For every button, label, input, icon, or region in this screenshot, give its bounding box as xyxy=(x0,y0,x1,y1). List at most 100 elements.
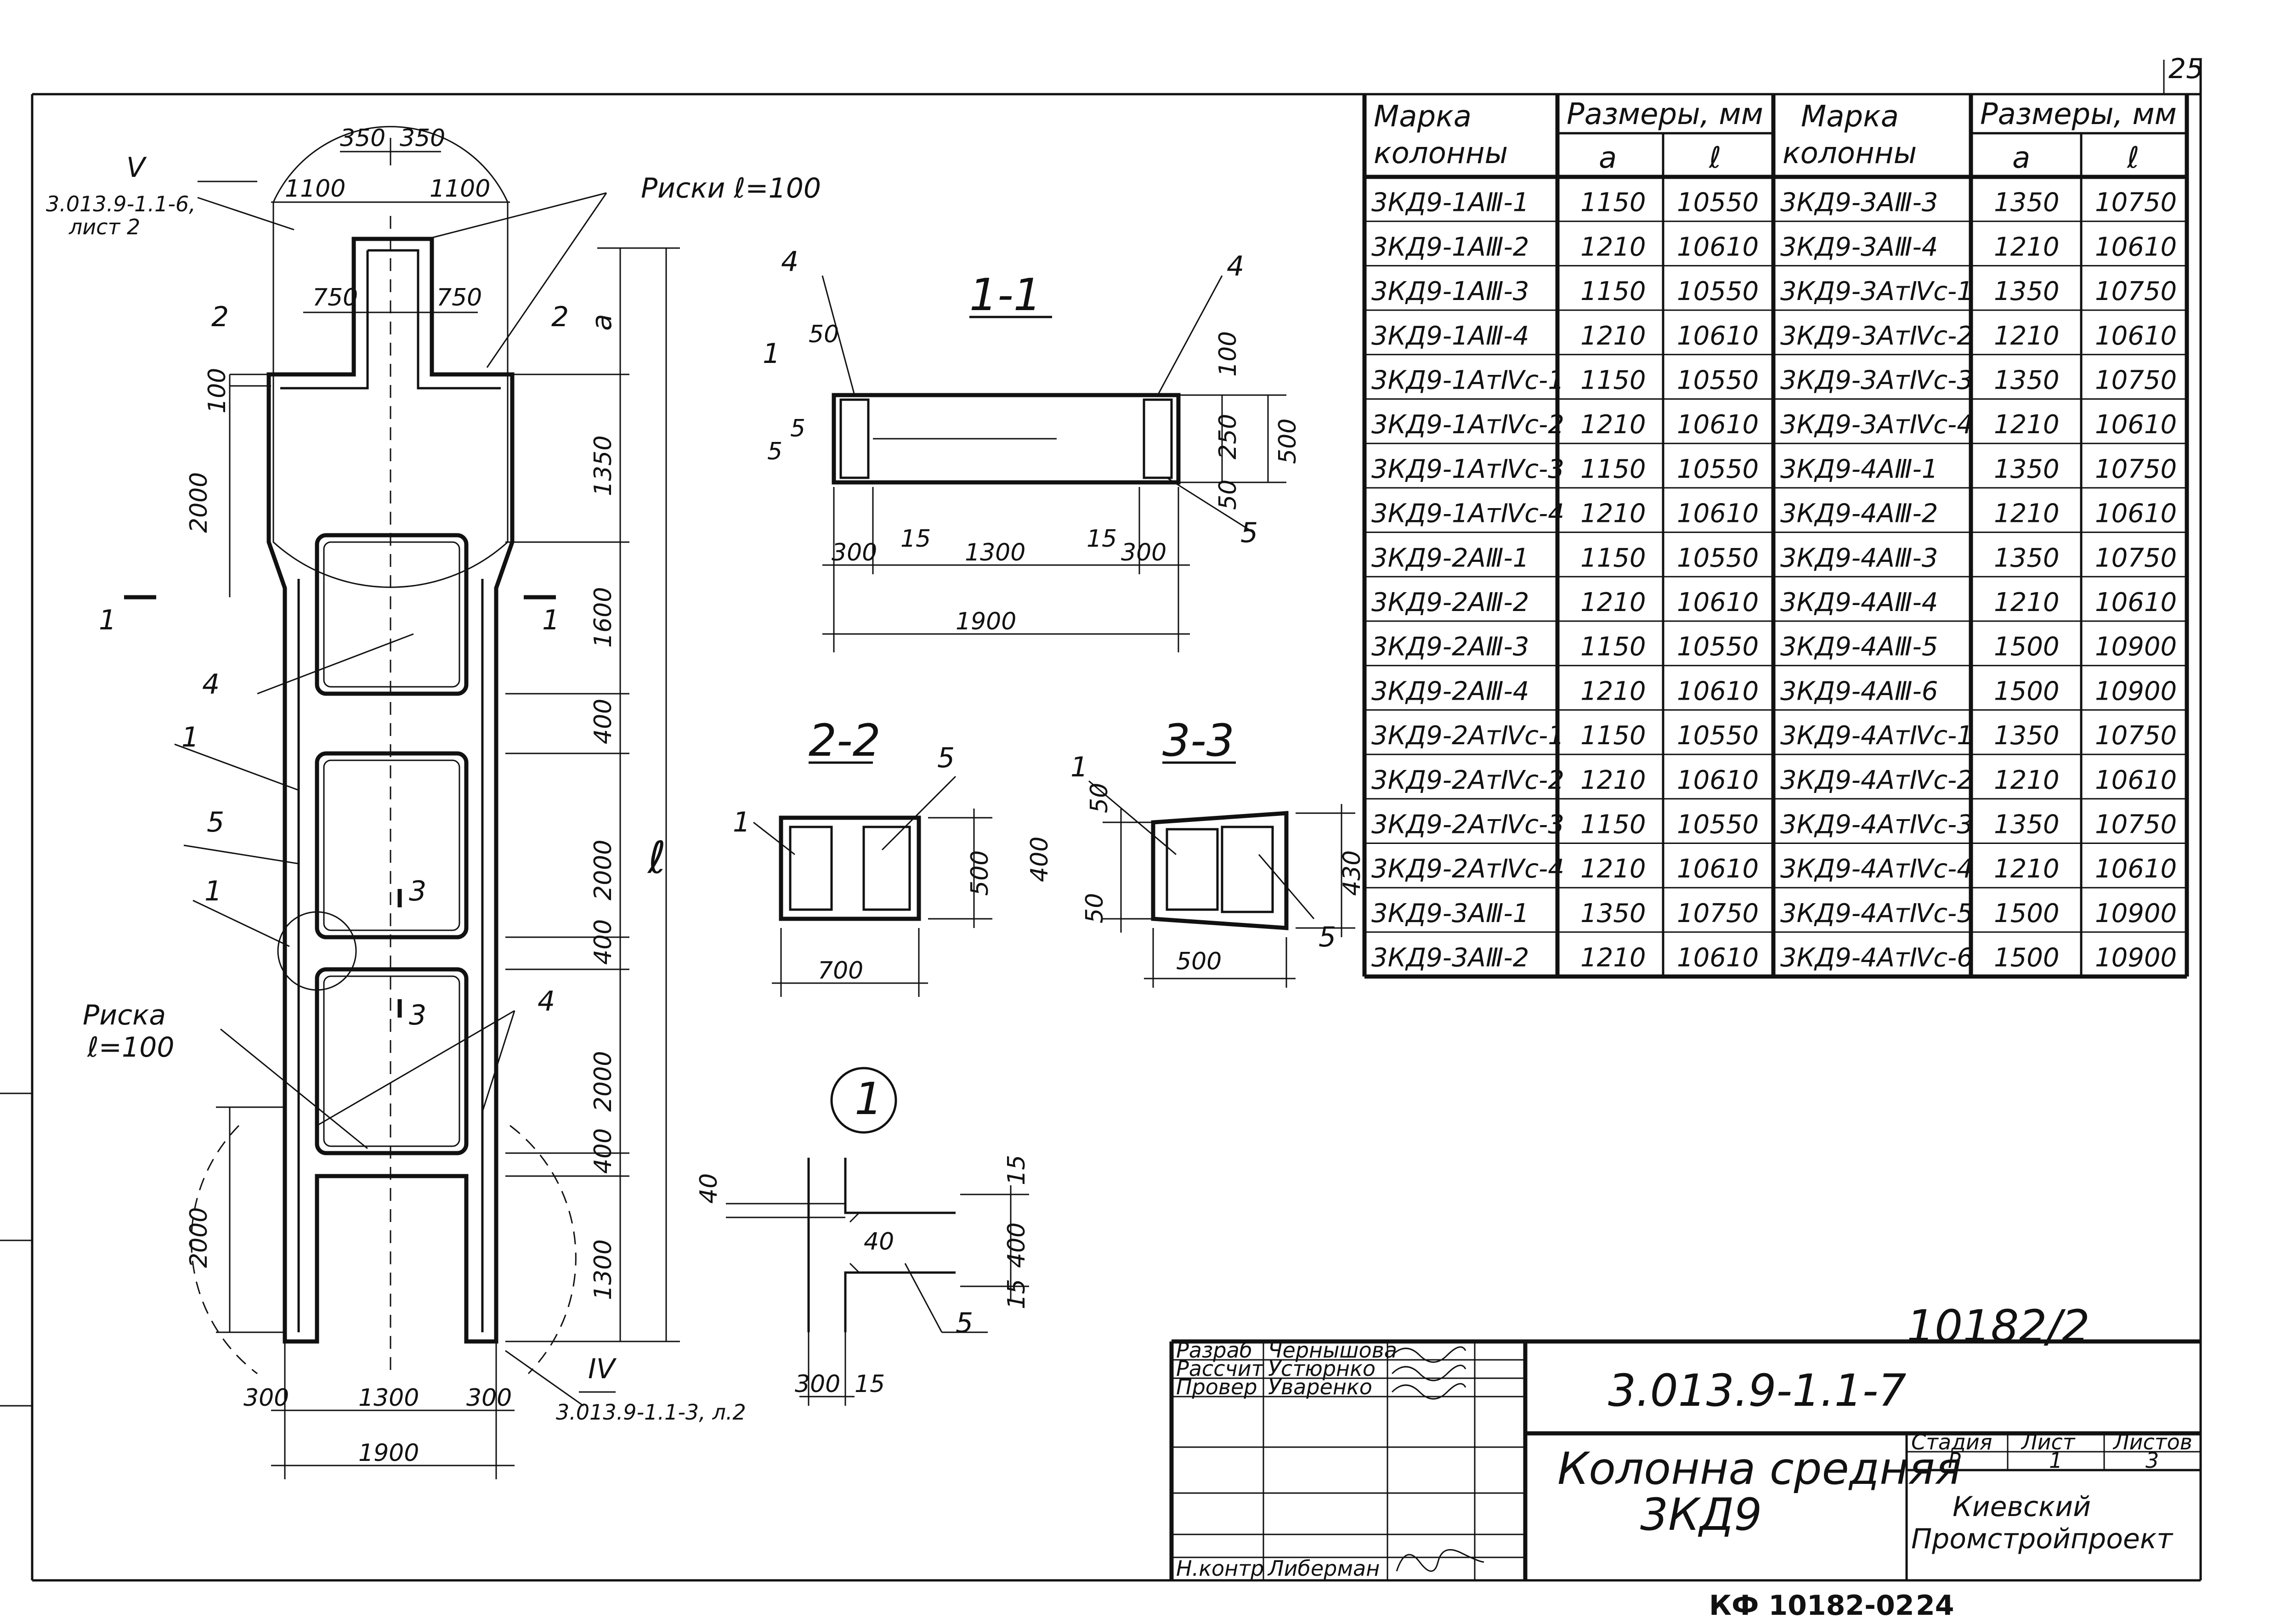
table-row-left-a: 1150 xyxy=(1580,543,1646,573)
table-row-left-mark: 3КД9-1АтⅣс-4 xyxy=(1371,499,1564,529)
section-3-3-dim500: 500 xyxy=(1176,948,1222,975)
table-row-left-mark: 3КД9-2АⅢ-2 xyxy=(1371,588,1529,617)
table-header-a-right: a xyxy=(2012,141,2030,175)
signature-scribble-4 xyxy=(1396,1549,1484,1572)
section-1-1-dim5a: 5 xyxy=(790,415,805,442)
table-row-left-mark: 3КД9-2АтⅣс-3 xyxy=(1371,810,1564,840)
section-3-3-dim50a: 50 xyxy=(1086,783,1113,813)
section-2-2-pos1: 1 xyxy=(733,806,750,838)
table-row-left-l: 10550 xyxy=(1677,454,1759,484)
table-row-right-mark: 3КД9-3АⅢ-4 xyxy=(1780,232,1938,262)
table-row-left-mark: 3КД9-1АⅢ-4 xyxy=(1371,321,1529,351)
table-row-left-l: 10550 xyxy=(1677,632,1759,662)
table-row-left-mark: 3КД9-1АтⅣс-3 xyxy=(1371,454,1564,484)
section-1-1-pos4b: 4 xyxy=(1227,250,1244,283)
signature-role-4: Н.контр xyxy=(1176,1556,1264,1581)
cut3-top: 3 xyxy=(409,875,426,907)
table-row-right-a: 1500 xyxy=(1994,632,2060,662)
title-line2: 3КД9 xyxy=(1640,1489,1762,1540)
table-row-right-a: 1210 xyxy=(1994,232,2060,262)
table-row-left-mark: 3КД9-2АтⅣс-2 xyxy=(1371,765,1564,795)
table-row-right-mark: 3КД9-3АⅢ-3 xyxy=(1780,188,1938,218)
table-row-right-l: 10900 xyxy=(2095,943,2177,973)
table-header-sizes-right: Размеры, мм xyxy=(1980,97,2177,131)
dim-750a: 750 xyxy=(312,284,358,311)
table-row-right-a: 1210 xyxy=(1994,410,2060,440)
title-line1: Колонна средняя xyxy=(1557,1443,1961,1494)
node-1-dim40b: 40 xyxy=(864,1228,894,1256)
pos-4b: 4 xyxy=(538,985,555,1018)
node-1-dim40a: 40 xyxy=(695,1173,723,1204)
signature-scribble-1 xyxy=(1391,1346,1466,1363)
table-row-left-l: 10610 xyxy=(1677,588,1759,617)
section-1-1-dim5b: 5 xyxy=(767,438,782,465)
table-row-left-a: 1210 xyxy=(1580,410,1646,440)
section-1-1-pos5: 5 xyxy=(1240,517,1258,549)
table-row-right-a: 1500 xyxy=(1994,899,2060,928)
node-1-title: 1 xyxy=(855,1073,883,1125)
section-2-2 xyxy=(753,761,992,997)
dim-2000b: 2000 xyxy=(589,1051,617,1112)
table-row-right-a: 1500 xyxy=(1994,943,2060,973)
table-row-left-a: 1210 xyxy=(1580,854,1646,884)
section-1-1-dim500: 500 xyxy=(1274,419,1302,464)
table-row-right-l: 10750 xyxy=(2095,188,2177,218)
table-row-right-mark: 3КД9-4АⅢ-3 xyxy=(1780,543,1938,573)
table-row-left-l: 10550 xyxy=(1677,810,1759,840)
table-row-left-mark: 3КД9-2АтⅣс-1 xyxy=(1371,721,1564,751)
dim-1350: 1350 xyxy=(589,436,617,496)
title-block-labels: Разраб Чернышова Рассчит Устюрнко Провер… xyxy=(1176,1301,2192,1622)
table-row-right-mark: 3КД9-4АтⅣс-6 xyxy=(1780,943,1973,973)
table-row-right-mark: 3КД9-3АтⅣс-1 xyxy=(1780,277,1973,306)
organization-line1: Киевский xyxy=(1953,1491,2091,1523)
signature-scribble-2 xyxy=(1391,1364,1466,1381)
table-row-left-a: 1150 xyxy=(1580,632,1646,662)
table-row-right-a: 1210 xyxy=(1994,321,2060,351)
table-row-right-l: 10900 xyxy=(2095,899,2177,928)
table-row-left-mark: 3КД9-2АⅢ-3 xyxy=(1371,632,1529,662)
table-row-left-l: 10550 xyxy=(1677,721,1759,751)
table-row-right-a: 1210 xyxy=(1994,765,2060,795)
dim-400c: 400 xyxy=(589,1128,617,1174)
table-row-right-mark: 3КД9-4АтⅣс-5 xyxy=(1780,899,1973,928)
dim-1900: 1900 xyxy=(358,1439,419,1467)
table-row-left-a: 1210 xyxy=(1580,943,1646,973)
table-row-right-mark: 3КД9-4АⅢ-2 xyxy=(1780,499,1938,529)
section-1-1-dim15a: 15 xyxy=(900,525,931,553)
table-row-left-mark: 3КД9-2АтⅣс-4 xyxy=(1371,854,1564,884)
node-1 xyxy=(726,1067,1029,1406)
section-1-1-pos1: 1 xyxy=(763,338,780,370)
dim-l: ℓ xyxy=(647,832,666,883)
table-row-right-l: 10610 xyxy=(2095,854,2177,884)
table-row-right-l: 10750 xyxy=(2095,810,2177,840)
section-1-1-dim300b: 300 xyxy=(1121,539,1166,566)
table-row-right-a: 1350 xyxy=(1994,366,2060,396)
table-row-left-l: 10550 xyxy=(1677,188,1759,218)
table-row-right-mark: 3КД9-4АтⅣс-1 xyxy=(1780,721,1973,751)
table-row-right-a: 1350 xyxy=(1994,454,2060,484)
table-header-mark-right-2: колонны xyxy=(1783,136,1917,170)
section-2-2-title: 2-2 xyxy=(809,715,881,766)
pos-4: 4 xyxy=(202,668,220,701)
table-row-right-l: 10750 xyxy=(2095,454,2177,484)
table-row-left-a: 1150 xyxy=(1580,366,1646,396)
ref-v-numeral: V xyxy=(126,152,147,184)
sheet-header: Лист xyxy=(2021,1430,2076,1454)
table-row-left-mark: 3КД9-2АⅢ-1 xyxy=(1371,543,1529,573)
table-row-left-l: 10550 xyxy=(1677,366,1759,396)
pos-5: 5 xyxy=(207,806,224,838)
dim-top-350a: 350 xyxy=(340,124,385,152)
signature-name-2: Устюрнко xyxy=(1268,1356,1376,1381)
table-row-right-l: 10610 xyxy=(2095,410,2177,440)
table-row-right-l: 10610 xyxy=(2095,588,2177,617)
dim-400a: 400 xyxy=(589,699,617,744)
table-row-right-a: 1350 xyxy=(1994,721,2060,751)
table-row-left-l: 10610 xyxy=(1677,854,1759,884)
dim-2000-left-top: 2000 xyxy=(185,472,213,533)
section-1-1-dim50b: 50 xyxy=(1214,480,1242,510)
table-row-left-a: 1210 xyxy=(1580,676,1646,706)
dim-1300-right: 1300 xyxy=(589,1239,617,1300)
table-row-left-a: 1150 xyxy=(1580,454,1646,484)
table-row-right-a: 1210 xyxy=(1994,588,2060,617)
